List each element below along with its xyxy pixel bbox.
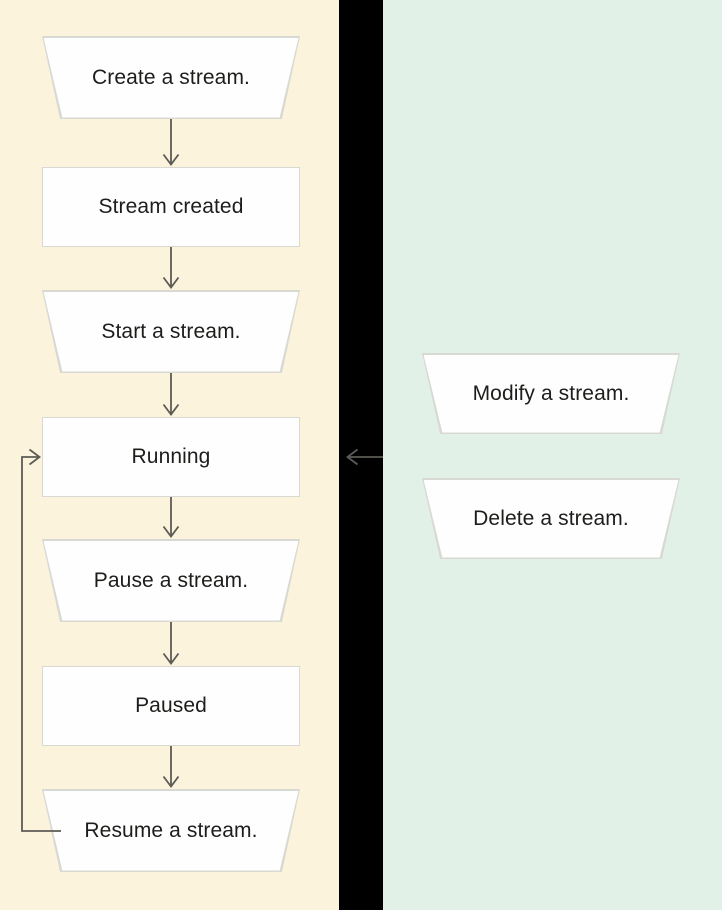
node-modify-a-stream[interactable]: Modify a stream. — [422, 353, 680, 434]
node-delete-a-stream[interactable]: Delete a stream. — [422, 478, 680, 559]
node-paused[interactable]: Paused — [42, 666, 300, 746]
node-create-a-stream[interactable]: Create a stream. — [42, 36, 300, 119]
trapezoid-fill — [43, 790, 299, 871]
trapezoid-fill — [43, 37, 299, 118]
trapezoid-fill — [43, 540, 299, 621]
panel-divider — [339, 0, 383, 910]
node-pause-a-stream[interactable]: Pause a stream. — [42, 539, 300, 622]
trapezoid-fill — [423, 354, 679, 433]
management-panel — [383, 0, 722, 910]
trapezoid-fill — [423, 479, 679, 558]
node-label: Stream created — [98, 195, 244, 219]
node-start-a-stream[interactable]: Start a stream. — [42, 290, 300, 373]
node-label: Paused — [135, 694, 207, 718]
node-resume-a-stream[interactable]: Resume a stream. — [42, 789, 300, 872]
trapezoid-fill — [43, 291, 299, 372]
node-label: Running — [131, 445, 211, 469]
node-running[interactable]: Running — [42, 417, 300, 497]
node-stream-created[interactable]: Stream created — [42, 167, 300, 247]
